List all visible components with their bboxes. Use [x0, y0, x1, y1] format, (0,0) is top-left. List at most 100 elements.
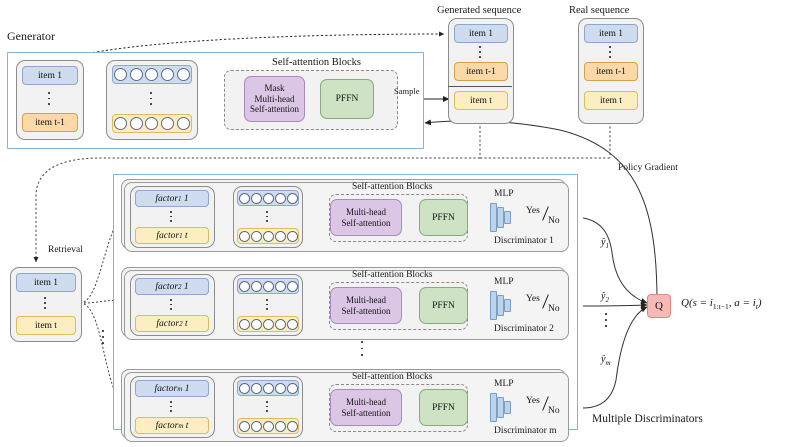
discriminator-m-attention-block: Multi-head Self-attention: [330, 389, 402, 426]
q-formula: Q(s = i1:t−1, a = it): [681, 297, 762, 312]
discriminator-m-mlp-label: MLP: [494, 379, 514, 389]
discriminator-m-embedding-dots: [266, 401, 268, 412]
discriminator-1-factor-dots: [170, 211, 172, 222]
generator-attention-line1: Mask: [264, 82, 285, 93]
generated-sequence-item-1: item 1: [454, 24, 508, 43]
discriminator-m-sa-blocks-label: Self-attention Blocks: [352, 372, 433, 382]
discriminator-1-mlp-bar-3: [504, 211, 511, 224]
factor-sub: m: [177, 384, 183, 393]
generated-sequence-title: Generated sequence: [437, 5, 522, 16]
factor-idx: t: [184, 230, 188, 241]
discriminator-2-attention-block: Multi-head Self-attention: [330, 287, 402, 324]
attention-line1: Multi-head: [346, 206, 386, 217]
discriminator-2-name: Discriminator 2: [494, 324, 554, 334]
factor-sub: 1: [179, 231, 183, 240]
memory-dots: [44, 297, 46, 309]
generated-sequence-item-t: item t: [454, 91, 508, 110]
factor-idx: 1: [183, 193, 189, 204]
discriminator-1-embedding-dots: [266, 211, 268, 222]
generator-attention-line2: Multi-head: [254, 93, 295, 104]
generator-title: Generator: [7, 29, 55, 43]
discriminator-2-yes: Yes: [526, 294, 540, 304]
discriminator-m-factor-dots: [170, 401, 172, 412]
generator-attention-line3: Self-attention: [250, 104, 299, 115]
discriminator-2-output-label: ŷ2: [601, 291, 609, 304]
factor-text: factor: [156, 230, 180, 241]
discriminator-m-mlp-bar-1: [490, 393, 497, 422]
discriminator-1-name: Discriminator 1: [494, 236, 554, 246]
discriminator-1-no: No: [548, 216, 560, 226]
generated-sequence-item-t-1: item t-1: [454, 62, 508, 81]
retrieval-fanout-dots: [102, 330, 104, 344]
discriminator-2-factor-dots: [170, 299, 172, 310]
discriminator-m-output-label: ŷm: [601, 354, 611, 367]
discriminator-1-embedding-row-last: [237, 228, 299, 244]
factor-text: factor: [155, 281, 179, 292]
attention-line2: Self-attention: [341, 305, 391, 316]
generator-sa-blocks-label: Self-attention Blocks: [272, 57, 361, 68]
outputs-ellipsis: [605, 313, 607, 327]
generator-input-item-last: item t-1: [22, 113, 78, 132]
discriminator-1-mlp-label: MLP: [494, 189, 514, 199]
generator-attention-block: Mask Multi-head Self-attention: [244, 76, 305, 122]
factor-text: factor: [155, 193, 179, 204]
discriminator-1-sa-blocks-label: Self-attention Blocks: [352, 182, 433, 192]
generator-embedding-row-first: [112, 65, 192, 84]
generator-input-item-first: item 1: [22, 66, 78, 85]
discriminator-1-mlp-bar-1: [490, 203, 497, 232]
discriminator-1-pffn-block: PFFN: [419, 199, 468, 236]
discriminator-1-yes: Yes: [526, 206, 540, 216]
discriminator-m-pffn-block: PFFN: [419, 389, 468, 426]
discriminator-2-embedding-dots: [266, 299, 268, 310]
discriminator-1-attention-block: Multi-head Self-attention: [330, 199, 402, 236]
memory-item-last: item t: [16, 316, 76, 335]
factor-sub: 2: [178, 282, 182, 291]
factor-sub: 2: [179, 319, 183, 328]
attention-line1: Multi-head: [346, 294, 386, 305]
factor-sub: 1: [178, 194, 182, 203]
real-sequence-dots: [609, 46, 611, 58]
real-sequence-item-1: item 1: [584, 24, 638, 43]
discriminator-m-no: No: [548, 406, 560, 416]
real-sequence-title: Real sequence: [569, 5, 630, 16]
multiple-discriminators-label: Multiple Discriminators: [592, 413, 703, 425]
real-sequence-item-t-1: item t-1: [584, 62, 638, 81]
discriminator-1-mlp-bar-2: [497, 207, 504, 228]
discriminator-2-mlp-bar-2: [497, 295, 504, 316]
discriminator-m-yes: Yes: [526, 396, 540, 406]
factor-text: factor: [156, 318, 180, 329]
retrieval-label: Retrieval: [48, 245, 83, 255]
policy-gradient-label: Policy Gradient: [618, 163, 678, 173]
attention-line2: Self-attention: [341, 217, 391, 228]
factor-idx: 1: [184, 383, 190, 394]
attention-line2: Self-attention: [341, 407, 391, 418]
discriminators-ellipsis: [361, 341, 363, 356]
sample-label: Sample: [394, 86, 420, 96]
factor-idx: t: [184, 318, 188, 329]
discriminator-2-mlp-bar-1: [490, 291, 497, 320]
generator-embedding-dots: [150, 92, 152, 105]
attention-line1: Multi-head: [346, 396, 386, 407]
generated-sequence-dots: [479, 46, 481, 58]
factor-idx: t: [185, 420, 189, 431]
discriminator-m-name: Discriminator m: [494, 426, 557, 436]
discriminator-2-no: No: [548, 304, 560, 314]
factor-idx: 1: [183, 281, 189, 292]
factor-text: factor: [155, 420, 179, 431]
discriminator-2-sa-blocks-label: Self-attention Blocks: [352, 270, 433, 280]
generator-input-dots: [48, 92, 50, 105]
discriminator-m-embedding-row-last: [237, 418, 299, 434]
generator-pffn-block: PFFN: [320, 79, 374, 119]
factor-sub: m: [178, 421, 184, 430]
discriminator-2-pffn-block: PFFN: [419, 287, 468, 324]
discriminator-2-embedding-row-last: [237, 316, 299, 332]
discriminator-2-mlp-label: MLP: [494, 277, 514, 287]
memory-item-first: item 1: [16, 273, 76, 292]
real-sequence-item-t: item t: [584, 91, 638, 110]
discriminator-1-embedding-row-first: [237, 190, 299, 206]
discriminator-m-embedding-row-first: [237, 380, 299, 396]
